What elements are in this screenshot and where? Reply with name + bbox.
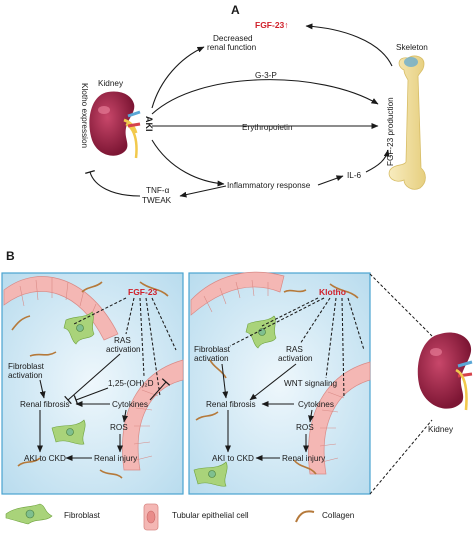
panel-b-left-box — [1, 272, 184, 495]
legend-fibroblast-icon — [5, 503, 53, 525]
left-vitd: 1,25-(OH)₂D — [108, 379, 154, 388]
right-title: Klotho — [319, 287, 346, 297]
right-fibro-2: activation — [194, 354, 229, 363]
legend-tubular-label: Tubular epithelial cell — [172, 511, 249, 520]
left-cytokines: Cytokines — [112, 400, 148, 409]
panel-b-letter: B — [6, 249, 15, 263]
panel-a-letter: A — [231, 3, 240, 17]
arrow-inflammatory-to-tnf — [179, 185, 227, 198]
fgf23-top-label: FGF-23↑ — [255, 20, 289, 30]
tweak-label: TWEAK — [142, 196, 172, 205]
left-fibro-1: Fibroblast — [8, 362, 45, 371]
bone-icon — [388, 55, 426, 190]
right-fibro-1: Fibroblast — [194, 345, 231, 354]
panel-b-right-box — [188, 271, 371, 495]
panel-a-arrows — [85, 23, 393, 198]
arrow-aki-to-inflammatory — [151, 139, 225, 187]
inflammatory-label: Inflammatory response — [227, 181, 311, 190]
arrow-aki-to-bone-g3p — [151, 79, 379, 115]
right-aki-ckd: AKI to CKD — [212, 454, 254, 463]
aki-label: AKI — [144, 116, 154, 132]
kidney-b-icon — [417, 332, 473, 411]
left-ras-2: activation — [106, 345, 141, 354]
left-fibro-2: activation — [8, 371, 43, 380]
decreased-renal-label-1: Decreased — [213, 34, 253, 43]
arrow-il6-to-bone — [365, 149, 390, 173]
right-ras-1: RAS — [286, 345, 303, 354]
kidney-b-label: Kidney — [428, 425, 454, 434]
right-wnt: WNT signaling — [284, 379, 338, 388]
left-aki-ckd: AKI to CKD — [24, 454, 66, 463]
tnf-label: TNF-α — [146, 186, 170, 195]
legend-fibroblast-label: Fibroblast — [64, 511, 101, 520]
right-cytokines: Cytokines — [298, 400, 334, 409]
right-renal-fibrosis: Renal fibrosis — [206, 400, 256, 409]
il6-label: IL-6 — [347, 171, 362, 180]
fgf23-production-label: FGF-23 production — [386, 97, 395, 166]
left-ras-1: RAS — [114, 336, 131, 345]
legend-tubular-icon — [143, 503, 159, 531]
legend-collagen-label: Collagen — [322, 511, 355, 520]
left-title: FGF-23 — [128, 287, 158, 297]
arrow-bone-to-fgf23 — [305, 23, 393, 67]
left-renal-injury: Renal injury — [94, 454, 138, 463]
right-ras-2: activation — [278, 354, 313, 363]
legend-collagen-icon — [295, 510, 315, 523]
right-ros: ROS — [296, 423, 314, 432]
arrow-inflammatory-to-il6 — [317, 175, 344, 186]
left-renal-fibrosis: Renal fibrosis — [20, 400, 70, 409]
arrow-aki-to-decreased — [151, 46, 205, 109]
erythropoietin-label: Erythropoietin — [242, 123, 293, 132]
klotho-expression-label: Klotho expression — [80, 83, 89, 149]
kidney-icon — [89, 91, 141, 159]
g3p-label: G-3-P — [255, 71, 277, 80]
zoom-connectors — [369, 273, 433, 495]
skeleton-label: Skeleton — [396, 43, 428, 52]
inhibit-tnf-to-klotho — [85, 169, 141, 197]
right-renal-injury: Renal injury — [282, 454, 326, 463]
legend: Fibroblast Tubular epithelial cell Colla… — [5, 503, 355, 531]
kidney-label: Kidney — [98, 79, 124, 88]
left-ros: ROS — [110, 423, 128, 432]
left-box-arrows — [37, 297, 177, 461]
decreased-renal-label-2: renal function — [207, 43, 257, 52]
right-box-arrows — [221, 297, 365, 461]
